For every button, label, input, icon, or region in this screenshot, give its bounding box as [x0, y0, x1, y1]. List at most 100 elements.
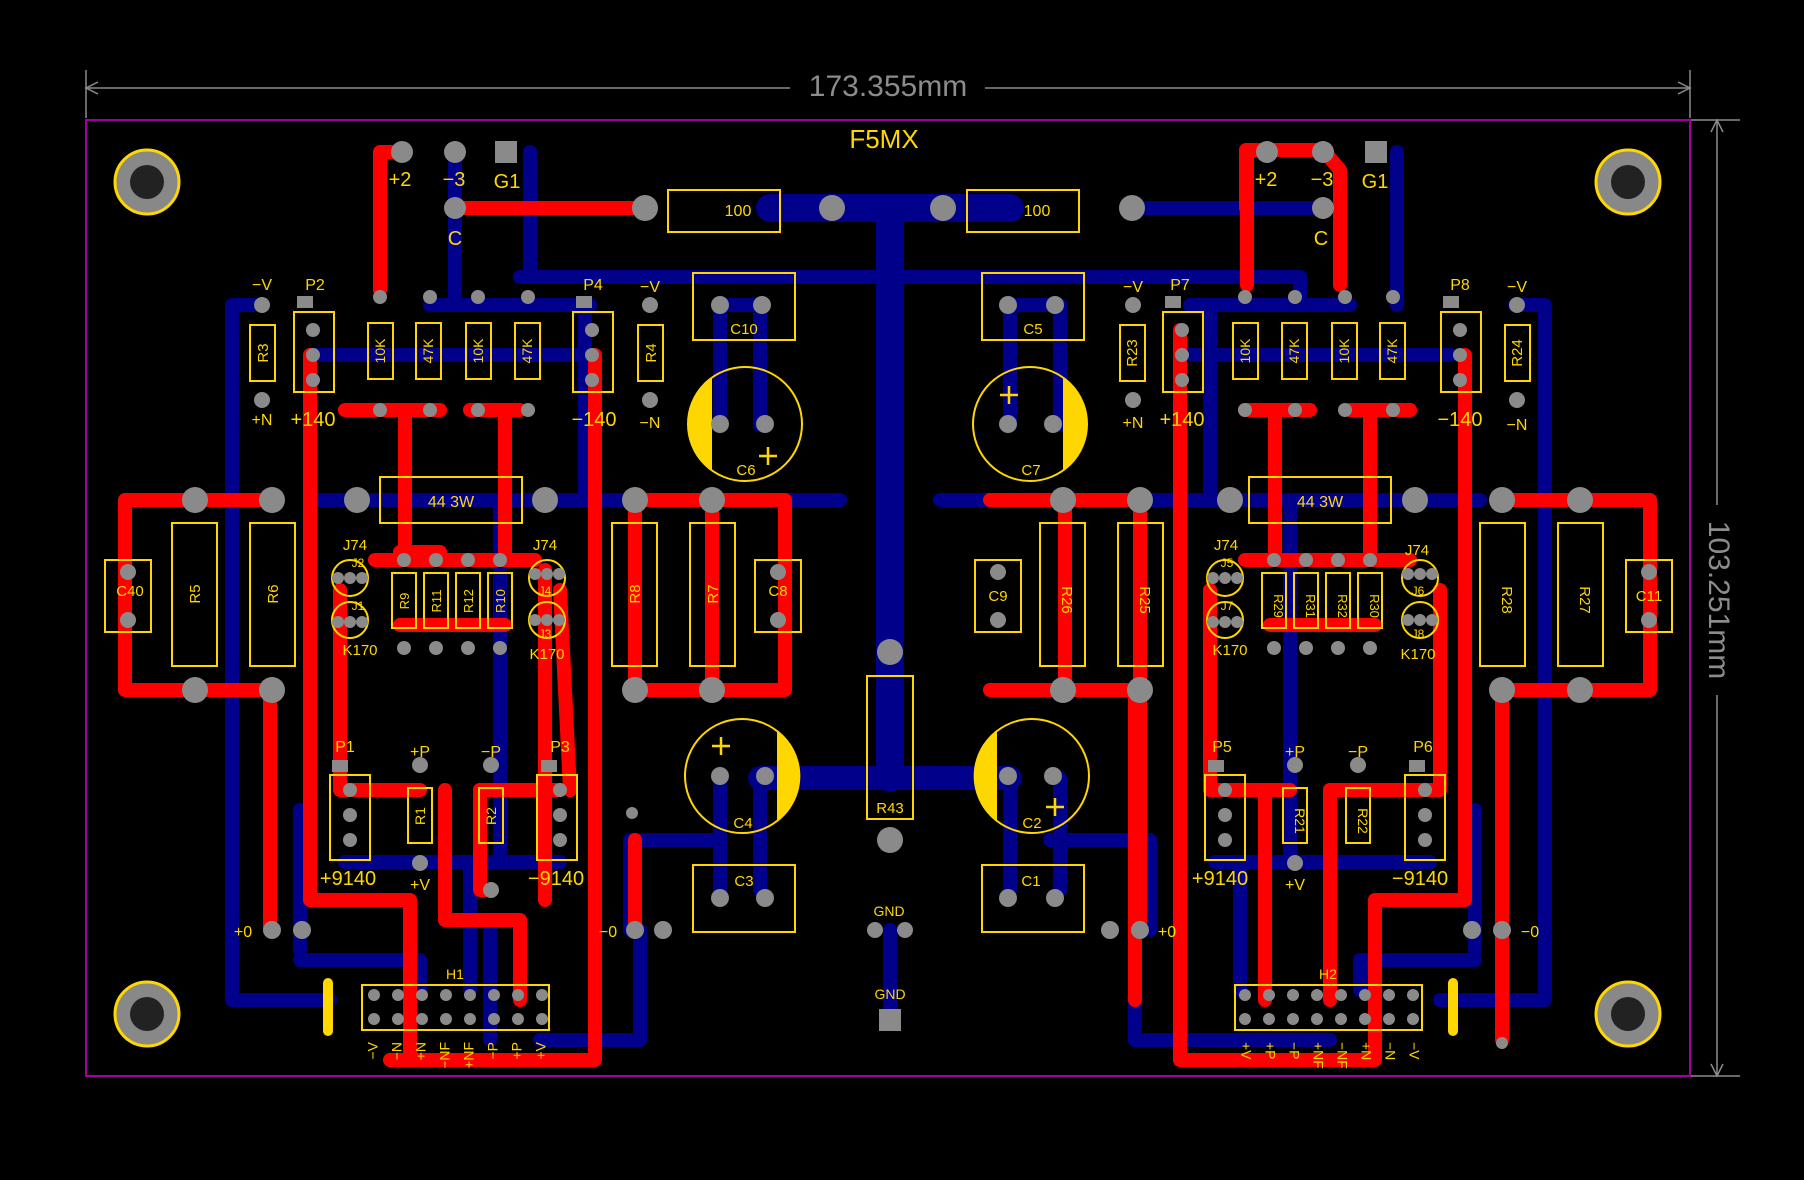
header-value: +9140: [1192, 868, 1248, 890]
ref-label: R24: [1509, 339, 1526, 367]
rail-label: +P: [410, 744, 430, 761]
ref-label: J6: [1412, 584, 1425, 598]
rail-label: −N: [640, 415, 661, 432]
header-label: P1: [335, 739, 355, 756]
svg-text:+NF: +NF: [461, 1042, 477, 1069]
ref-label: C8: [768, 583, 787, 600]
svg-text:−NF: −NF: [1334, 1042, 1350, 1069]
ref-label: R28: [1498, 586, 1515, 614]
transistor-label: K170: [1400, 646, 1435, 663]
header-label: P3: [550, 739, 570, 756]
ref-label: C9: [988, 588, 1007, 605]
ref-label: C6: [736, 462, 755, 479]
rail-label: −0: [599, 924, 617, 941]
header-value: −9140: [1392, 868, 1448, 890]
ref-label: C7: [1021, 462, 1040, 479]
ref-label: R6: [265, 584, 282, 603]
ref-label: J5: [1221, 556, 1234, 570]
svg-text:−V: −V: [365, 1041, 381, 1059]
rail-label: −V: [640, 279, 660, 296]
svg-text:+P: +P: [1262, 1042, 1278, 1060]
pads: [120, 141, 1657, 1049]
ref-label: C40: [116, 583, 144, 600]
ref-label: J8: [1412, 627, 1425, 641]
ref-label: H2: [1319, 966, 1337, 982]
rail-label: −0: [1521, 924, 1539, 941]
pot-value: 10K: [1237, 338, 1253, 364]
rail-label: −V: [1507, 279, 1527, 296]
svg-text:+N: +N: [1358, 1042, 1374, 1060]
rail-label: −V: [1123, 279, 1143, 296]
board-title: F5MX: [849, 124, 918, 154]
ref-label: J1: [352, 599, 365, 613]
h1-pins: [368, 989, 548, 1025]
pin-label-plus2: +2: [1255, 169, 1278, 191]
ref-label: J2: [352, 556, 365, 570]
ref-label: R8: [627, 584, 644, 603]
header-label: P5: [1212, 739, 1232, 756]
svg-text:−V: −V: [1406, 1042, 1422, 1060]
ref-label: C5: [1023, 321, 1042, 338]
svg-text:+P: +P: [509, 1042, 525, 1060]
transistor-label: K170: [1212, 642, 1247, 659]
transistor-label: K170: [529, 646, 564, 663]
rail-label: +V: [1285, 877, 1305, 894]
ref-label: R23: [1124, 339, 1141, 367]
pot-value: 47K: [519, 338, 535, 364]
transistor-label: J74: [1405, 542, 1429, 559]
power-resistor-label: 44 3W: [428, 494, 475, 511]
pin-label-minus3: −3: [1311, 169, 1334, 191]
header-value: +140: [1159, 409, 1204, 431]
svg-text:+NF: +NF: [1310, 1042, 1326, 1069]
ref-label: R31: [1303, 594, 1318, 618]
board-outline: [85, 119, 1691, 1077]
ref-label: R32: [1335, 594, 1350, 618]
transistor-label: J74: [1214, 537, 1238, 554]
rail-label: +N: [252, 412, 273, 429]
ref-label: R30: [1367, 594, 1382, 618]
rail-label: −N: [1507, 417, 1528, 434]
ref-label: R10: [493, 589, 508, 613]
ref-label: R25: [1136, 586, 1153, 614]
ref-label: R4: [643, 343, 660, 362]
svg-text:+V: +V: [533, 1041, 549, 1059]
pin-label-g1: G1: [1362, 171, 1389, 193]
ref-label: C2: [1022, 815, 1041, 832]
ref-label: R29: [1271, 594, 1286, 618]
ref-label: R26: [1058, 586, 1075, 614]
pin-label-c: C: [1314, 228, 1328, 250]
svg-text:−P: −P: [1286, 1042, 1302, 1060]
ref-label: H1: [446, 966, 464, 982]
ref-label: R11: [429, 590, 444, 613]
pot-value: 47K: [420, 338, 436, 364]
svg-text:+V: +V: [1238, 1042, 1254, 1060]
ref-label: R1: [412, 807, 428, 825]
pot-value: 10K: [470, 338, 486, 364]
header-label: P6: [1413, 739, 1433, 756]
header-value: −140: [1437, 409, 1482, 431]
rail-label: −P: [1348, 744, 1368, 761]
ref-label: R27: [1576, 586, 1593, 614]
ref-label: R7: [705, 584, 722, 603]
transistor-label: K170: [342, 642, 377, 659]
svg-text:−NF: −NF: [437, 1042, 453, 1069]
rail-label: +0: [234, 924, 252, 941]
ref-label: C4: [733, 815, 752, 832]
ref-label: R43: [876, 800, 904, 817]
pin-label-c: C: [448, 228, 462, 250]
ref-label: C3: [734, 873, 753, 890]
header-label: P7: [1170, 277, 1190, 294]
ref-label: R22: [1355, 808, 1371, 834]
pin-label-plus2: +2: [389, 169, 412, 191]
header-label: P8: [1450, 277, 1470, 294]
rail-label: +0: [1158, 924, 1176, 941]
svg-text:−N: −N: [1382, 1042, 1398, 1060]
ref-label: J4: [539, 584, 552, 598]
pin-label-g1: G1: [494, 171, 521, 193]
ref-label: R9: [397, 593, 412, 610]
dimension-lines: [84, 70, 1740, 1078]
svg-text:−N: −N: [389, 1042, 405, 1060]
power-resistor-label: 44 3W: [1297, 494, 1344, 511]
pot-value: 10K: [1336, 338, 1352, 364]
